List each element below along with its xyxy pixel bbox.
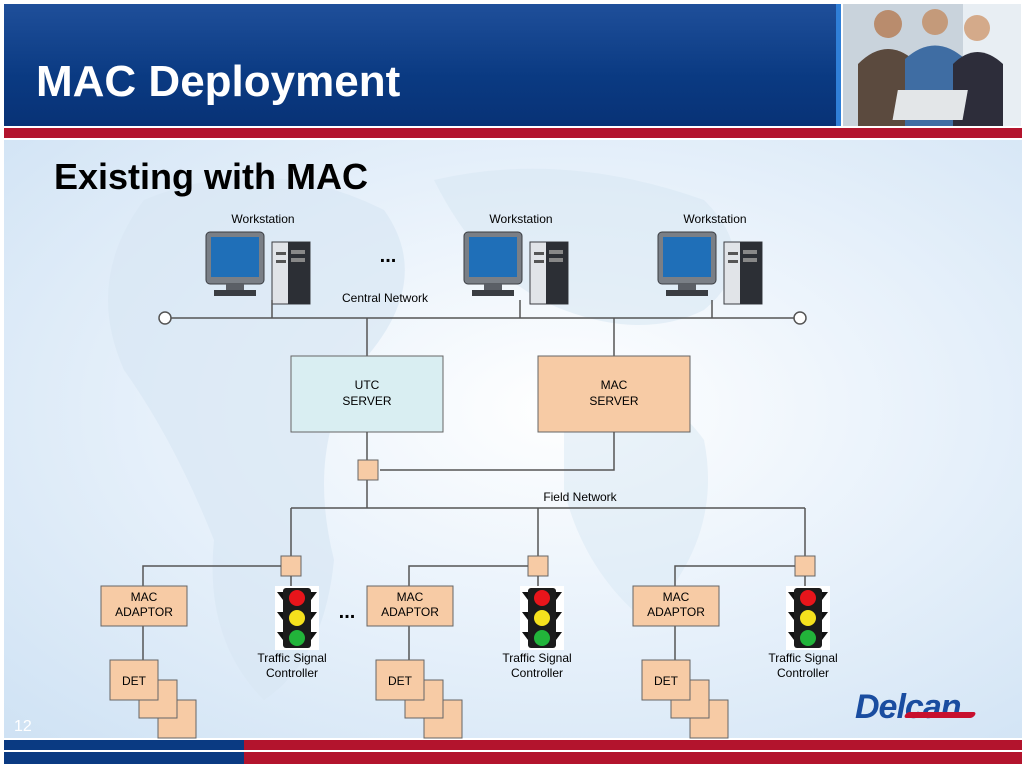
header-divider-line [4, 126, 1022, 128]
central-network-terminator-right [793, 311, 807, 325]
det-stack: DET [375, 659, 463, 739]
people-photo-image [843, 4, 1021, 126]
mac-adaptor-box [632, 585, 720, 627]
header-bar [4, 4, 838, 126]
world-map-watermark [108, 168, 734, 701]
slide-subtitle: Existing with MAC [54, 156, 368, 197]
footer-band-blue-segment [4, 740, 244, 750]
field-network-label: Field Network [543, 490, 617, 504]
utc-server-label-line2: SERVER [342, 394, 391, 408]
traffic-signal-label-line1: Traffic Signal [257, 651, 326, 665]
mac-adaptor-label-line1: MAC [663, 590, 690, 604]
field-group-ellipsis: ... [339, 601, 356, 623]
field-group-1: MAC ADAPTOR Traffic Signal Controller DE… [100, 555, 327, 739]
header-photo [843, 4, 1021, 126]
delcan-logo: Delcan [855, 688, 961, 726]
interface-node [527, 555, 549, 577]
mac-adaptor-label-line1: MAC [131, 590, 158, 604]
workstation-1 [205, 231, 311, 305]
traffic-signal-label-line2: Controller [266, 666, 318, 680]
central-network-terminator-left [158, 311, 172, 325]
slide-title: MAC Deployment [36, 57, 401, 106]
traffic-signal-icon [786, 586, 830, 650]
utc-server-label-line1: UTC [355, 378, 380, 392]
workstation-label-1: Workstation [231, 212, 294, 226]
mac-adaptor-box [366, 585, 454, 627]
mac-adaptor-label-line2: ADAPTOR [381, 605, 439, 619]
mac-adaptor-label-line2: ADAPTOR [647, 605, 705, 619]
footer-band-red [4, 740, 1022, 750]
traffic-signal-icon [520, 586, 564, 650]
field-group-3: MAC ADAPTOR Traffic Signal Controller DE… [632, 555, 838, 739]
workstation-label-2: Workstation [489, 212, 552, 226]
traffic-signal-label-line2: Controller [511, 666, 563, 680]
header-accent-strip [836, 4, 841, 126]
mac-server-label-line1: MAC [601, 378, 628, 392]
traffic-signal-icon [275, 586, 319, 650]
utc-server-box: UTC SERVER [290, 355, 444, 433]
workstation-2 [463, 231, 569, 305]
workstation-3 [657, 231, 763, 305]
interface-node [794, 555, 816, 577]
traffic-signal-label-line1: Traffic Signal [502, 651, 571, 665]
mac-adaptor-label-line1: MAC [397, 590, 424, 604]
workstation-ellipsis: ... [380, 245, 397, 267]
logo-swoosh-icon [903, 712, 977, 718]
mac-adaptor-box [100, 585, 188, 627]
traffic-signal-label-line2: Controller [777, 666, 829, 680]
central-network-label: Central Network [342, 291, 429, 305]
det-label: DET [122, 674, 147, 688]
interface-node [280, 555, 302, 577]
det-stack: DET [109, 659, 197, 739]
traffic-signal-label-line1: Traffic Signal [768, 651, 837, 665]
header-divider-band [4, 128, 1022, 138]
field-group-2: MAC ADAPTOR Traffic Signal Controller DE… [366, 555, 572, 739]
mac-adaptor-label-line2: ADAPTOR [115, 605, 173, 619]
mac-server-label-line2: SERVER [589, 394, 638, 408]
footer-band-red-segment [244, 752, 1022, 764]
workstation-label-3: Workstation [683, 212, 746, 226]
det-label: DET [654, 674, 679, 688]
interface-node-main [357, 459, 379, 481]
mac-server-box: MAC SERVER [537, 355, 691, 433]
det-label: DET [388, 674, 413, 688]
page-number: 12 [14, 718, 32, 735]
det-stack: DET [641, 659, 729, 739]
